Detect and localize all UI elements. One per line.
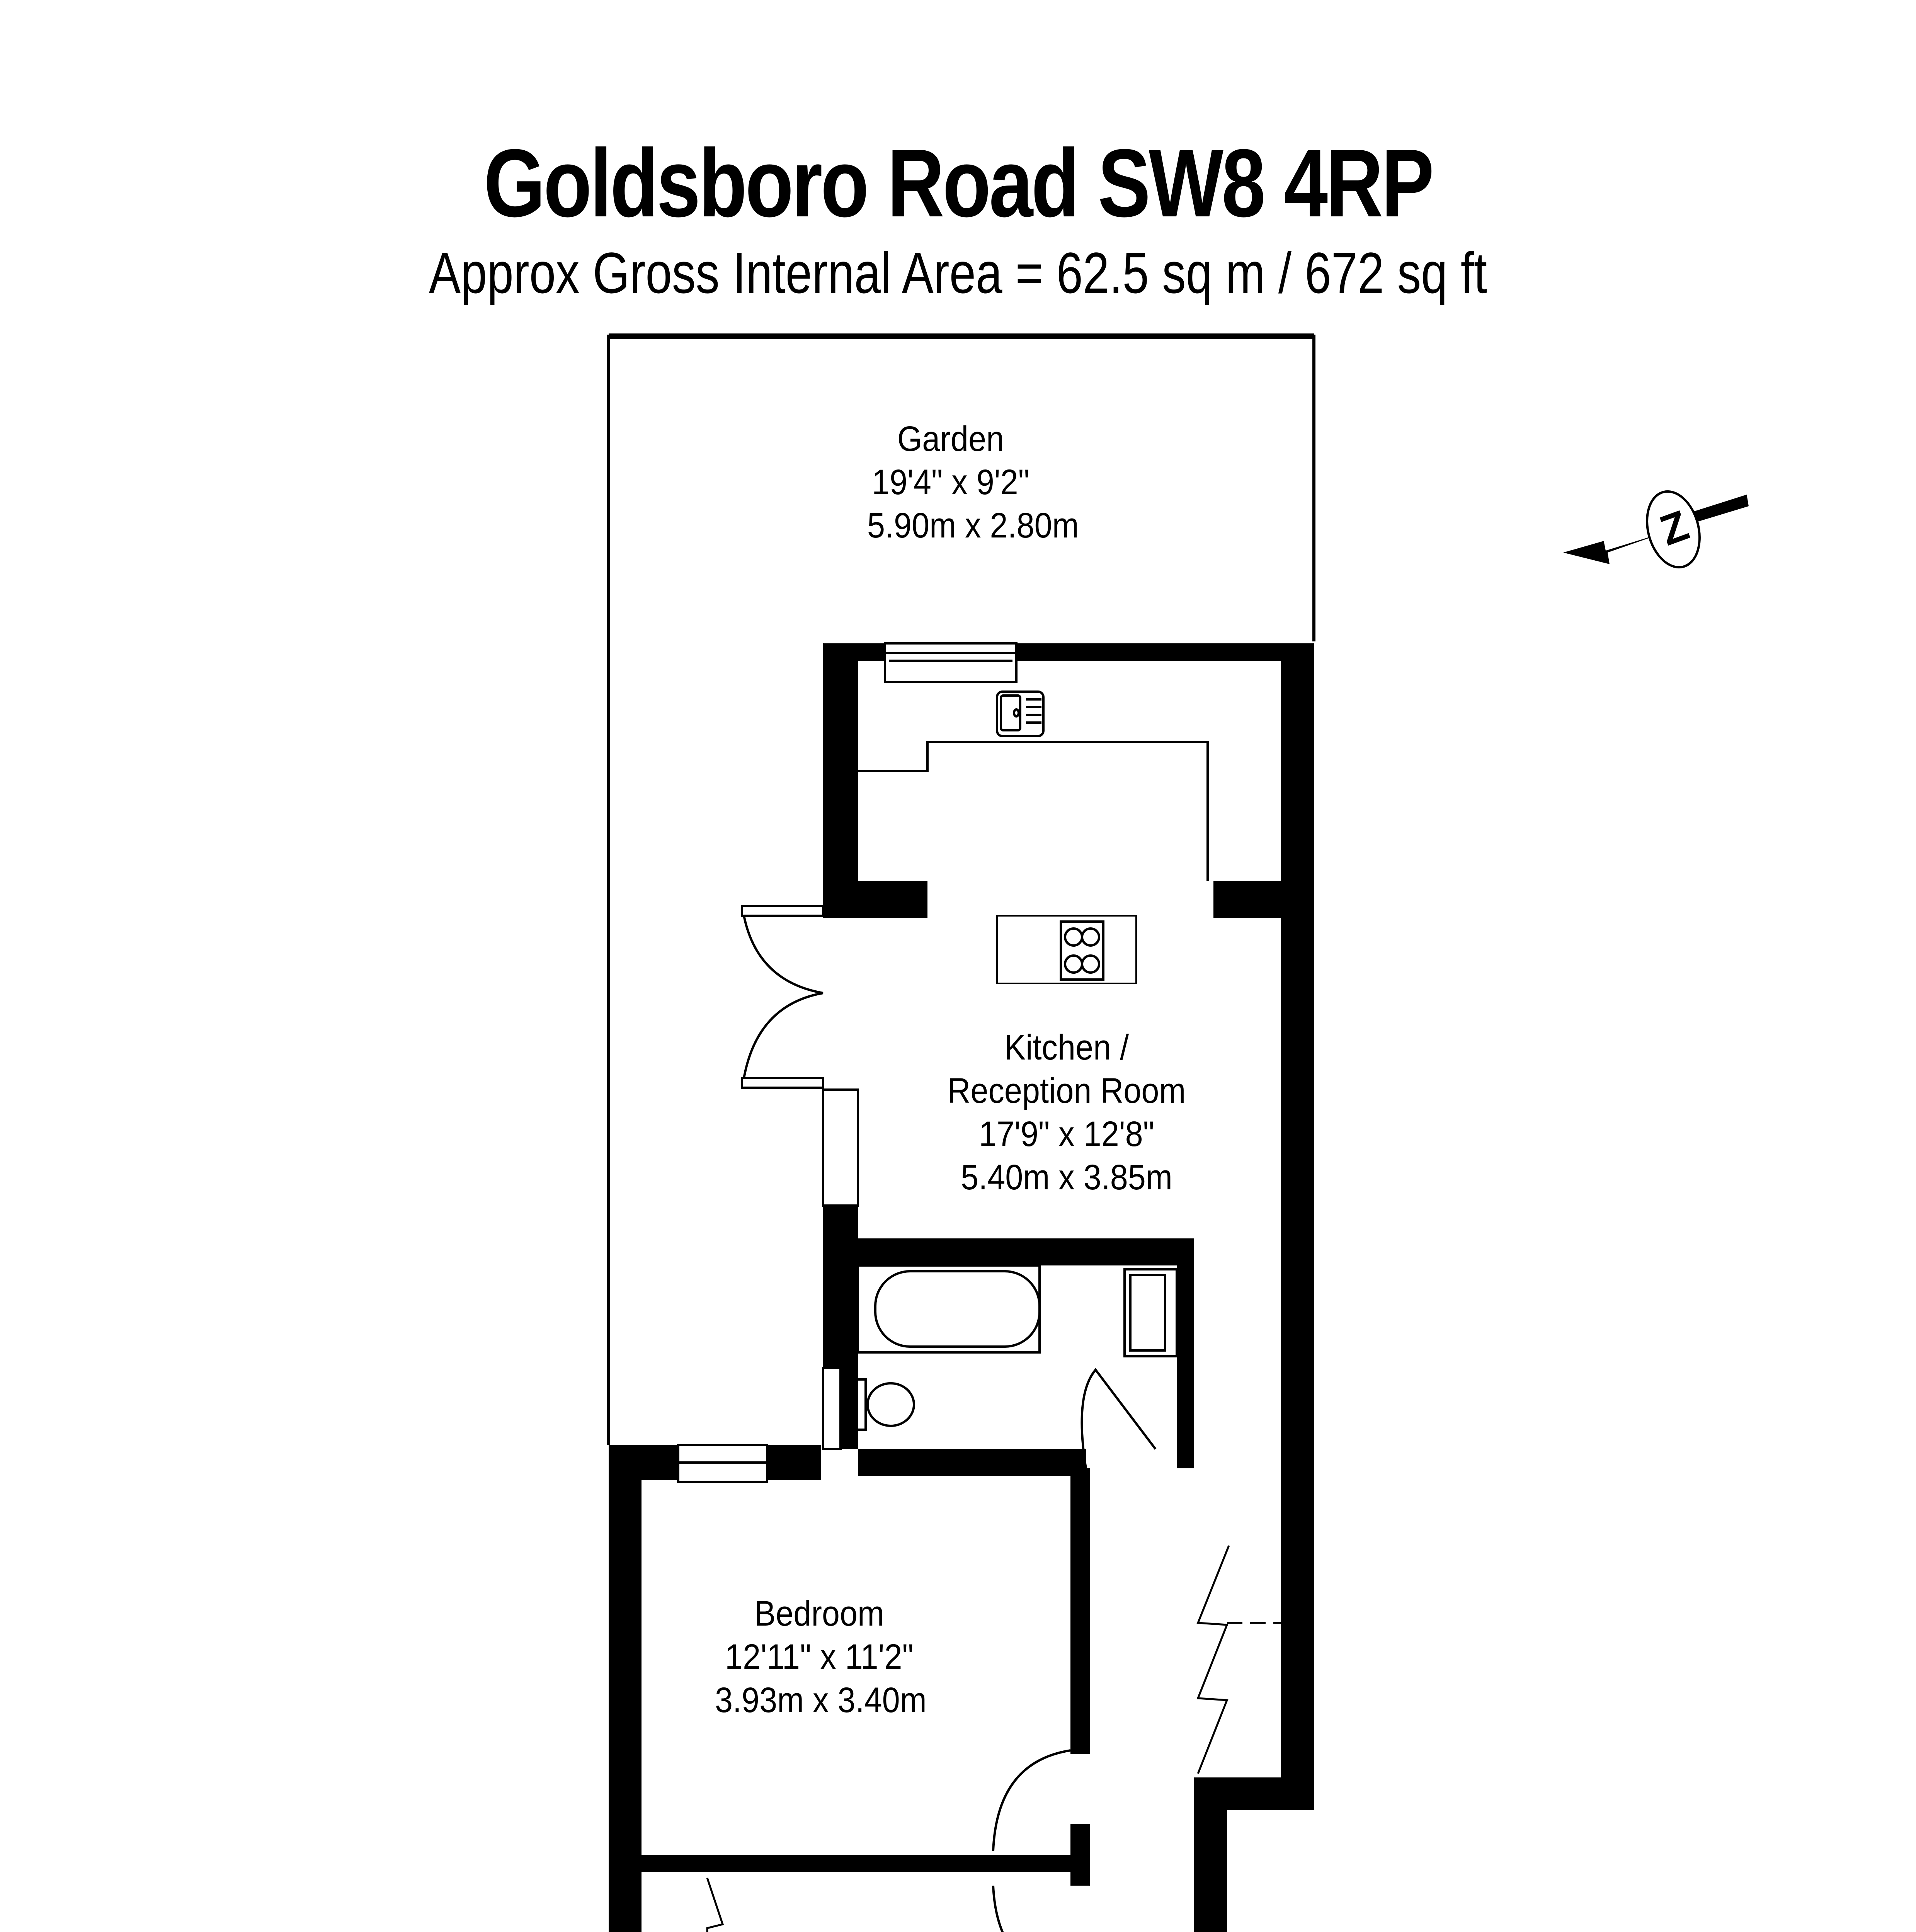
garden-outline	[607, 333, 1315, 1445]
bath-icon	[857, 1264, 1041, 1354]
room-label-kitchen: Kitchen / Reception Room 17'9" x 12'8" 5…	[947, 1028, 1186, 1197]
bathroom-door	[1081, 1368, 1157, 1469]
page-title: Goldsboro Road SW8 4RP	[483, 129, 1434, 237]
north-arrow-icon: Z	[1563, 490, 1749, 569]
sink-icon	[996, 690, 1045, 737]
toilet-icon	[847, 1378, 915, 1431]
basin-icon	[1123, 1268, 1178, 1357]
room-label-bedroom-1: Bedroom 12'11" x 11'2" 3.93m x 3.40m	[715, 1594, 927, 1720]
french-doors	[741, 905, 824, 1089]
wardrobe-doors	[706, 1545, 1281, 1932]
bedroom1-door	[992, 1749, 1071, 1851]
windows	[677, 642, 1018, 1483]
bedroom2-door	[992, 1885, 1004, 1932]
kitchen-worktop	[858, 741, 1209, 881]
hob-icon	[996, 915, 1137, 984]
gross-area-subtitle: Approx Gross Internal Area = 62.5 sq m /…	[429, 240, 1487, 305]
room-label-garden: Garden 19'4" x 9'2" 5.90m x 2.80m	[867, 419, 1079, 545]
walls	[609, 643, 1314, 1932]
